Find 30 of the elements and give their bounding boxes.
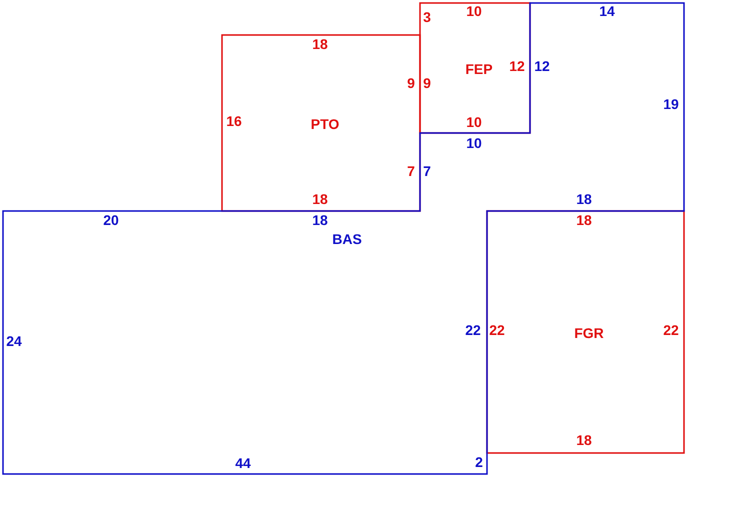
dimension-label: 18	[576, 433, 592, 447]
area-label: FGR	[574, 326, 604, 340]
dimension-label: 9	[423, 76, 431, 90]
dimension-label: 10	[466, 115, 482, 129]
area-label: FEP	[465, 62, 493, 76]
dimension-label: 9	[407, 76, 415, 90]
dimension-label: 10	[466, 4, 482, 18]
area-label: BAS	[332, 232, 362, 246]
dimension-label: 12	[509, 59, 525, 73]
dimension-label: 7	[407, 164, 415, 178]
dimension-label: 3	[423, 10, 431, 24]
dimension-label: 24	[6, 334, 22, 348]
dimension-label: 12	[534, 59, 550, 73]
dimension-label: 44	[235, 456, 251, 470]
dimension-label: 18	[576, 192, 592, 206]
area-label: PTO	[310, 117, 340, 131]
dimension-label: 22	[465, 323, 481, 337]
dimension-label: 22	[489, 323, 505, 337]
dimension-label: 18	[312, 192, 328, 206]
dimension-label: 19	[663, 97, 679, 111]
dimension-label: 18	[312, 213, 328, 227]
dimension-label: 18	[576, 213, 592, 227]
dimension-label: 20	[103, 213, 119, 227]
dimension-label: 10	[466, 136, 482, 150]
dimension-label: 14	[599, 4, 615, 18]
dimension-label: 7	[423, 164, 431, 178]
dimension-label: 22	[663, 323, 679, 337]
dimension-label: 16	[226, 114, 242, 128]
dimension-label: 18	[312, 37, 328, 51]
dimension-label: 2	[475, 455, 483, 469]
